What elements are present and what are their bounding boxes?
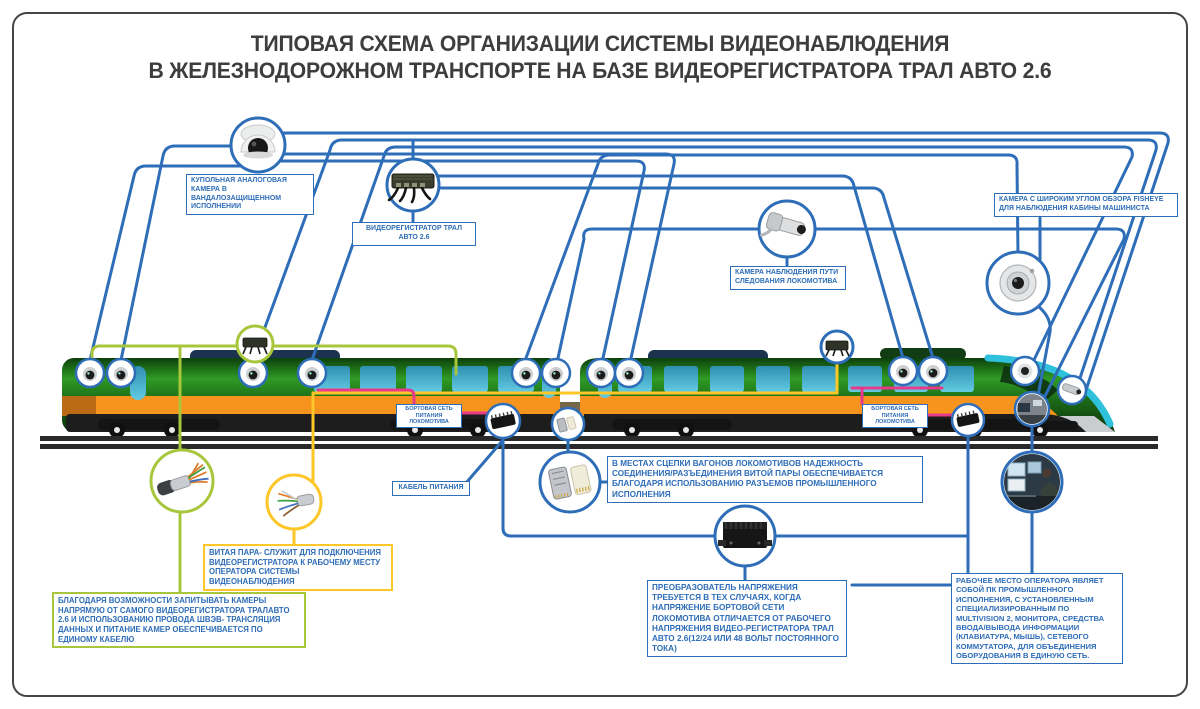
route-camera-illustration xyxy=(757,199,817,259)
cab-interior-illustration xyxy=(1013,390,1051,428)
coupling-note: В МЕСТАХ СЦЕПКИ ВАГОНОВ ЛОКОМОТИВОВ НАДЕ… xyxy=(607,456,923,503)
twisted-pair-note: ВИТАЯ ПАРА- СЛУЖИТ ДЛЯ ПОДКЛЮЧЕНИЯ ВИДЕО… xyxy=(203,544,393,591)
fisheye-camera-illustration xyxy=(985,250,1051,316)
converter-on-car1 xyxy=(484,402,522,440)
shvev-cable-illustration xyxy=(149,448,215,514)
onboard-power-label-2: БОРТОВАЯ СЕТЬ ПИТАНИЯ ЛОКОМОТИВА xyxy=(862,404,928,428)
roof-dvr-2 xyxy=(819,329,855,365)
nose-bullet-camera-icon xyxy=(1056,374,1088,406)
coupling-connectors-icon xyxy=(550,406,586,442)
dvr-label: ВИДЕОРЕГИСТРАТОР ТРАЛ АВТО 2.6 xyxy=(352,222,476,246)
video-cable-lines xyxy=(88,131,1170,587)
converter-on-car2 xyxy=(950,402,986,438)
page-frame xyxy=(12,12,1188,697)
onboard-power-label-1: БОРТОВАЯ СЕТЬ ПИТАНИЯ ЛОКОМОТИВА xyxy=(396,404,462,428)
shvev-note: БЛАГОДАРЯ ВОЗМОЖНОСТИ ЗАПИТЫВАТЬ КАМЕРЫ … xyxy=(52,592,306,649)
dome-camera-illustration xyxy=(229,116,287,174)
fisheye-camera-label: КАМЕРА С ШИРОКИМ УГЛОМ ОБЗОРА FISHEYE ДЛ… xyxy=(994,193,1178,217)
voltage-converter-illustration xyxy=(713,504,777,568)
converter-note: ПРЕОБРАЗОВАТЕЛЬ НАПРЯЖЕНИЯ ТРЕБУЕТСЯ В Т… xyxy=(647,580,847,658)
page-title: ТИПОВАЯ СХЕМА ОРГАНИЗАЦИИ СИСТЕМЫ ВИДЕОН… xyxy=(36,30,1164,85)
dvr-illustration xyxy=(385,157,441,213)
dome-camera-label: КУПОЛЬНАЯ АНАЛОГОВАЯ КАМЕРА В ВАНДАЛОЗАЩ… xyxy=(186,174,314,215)
title-line-2: В ЖЕЛЕЗНОДОРОЖНОМ ТРАНСПОРТЕ НА БАЗЕ ВИД… xyxy=(148,58,1052,84)
twisted-pair-illustration xyxy=(265,473,323,531)
roof-dome-cameras xyxy=(74,355,1088,406)
nose-fisheye-camera-icon xyxy=(1009,355,1041,387)
operator-workstation-illustration xyxy=(1000,450,1064,514)
power-cable-label: КАБЕЛЬ ПИТАНИЯ xyxy=(392,481,470,496)
track xyxy=(40,436,1158,449)
industrial-connectors-illustration xyxy=(538,450,602,514)
power-network-lines xyxy=(316,386,955,417)
roof-dvr-1 xyxy=(235,324,275,364)
workstation-note: РАБОЧЕЕ МЕСТО ОПЕРАТОРА ЯВЛЯЕТ СОБОЙ ПК … xyxy=(951,573,1123,664)
route-camera-label: КАМЕРА НАБЛЮДЕНИЯ ПУТИ СЛЕДОВАНИЯ ЛОКОМО… xyxy=(730,266,846,290)
title-line-1: ТИПОВАЯ СХЕМА ОРГАНИЗАЦИИ СИСТЕМЫ ВИДЕОН… xyxy=(250,31,950,56)
twisted-pair-lines xyxy=(292,362,839,546)
